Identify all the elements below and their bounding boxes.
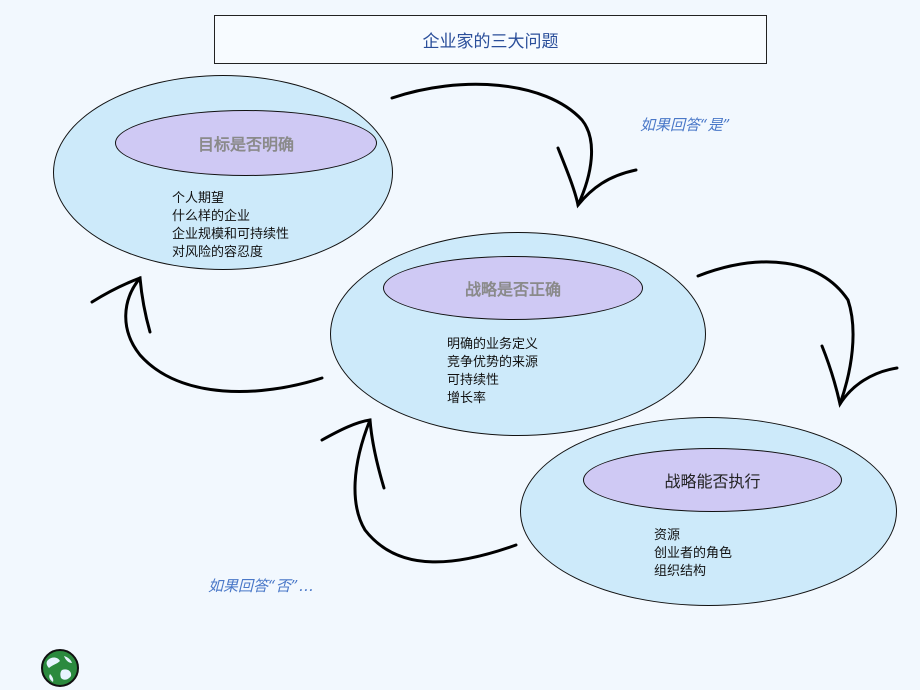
- list-item: 个人期望: [172, 191, 225, 206]
- arrowhead-goal-to-strategy: [556, 146, 638, 209]
- list-item: 增长率: [447, 391, 487, 406]
- list-item: 对风险的容忍度: [172, 245, 264, 260]
- list-item: 资源: [654, 528, 681, 543]
- question-execution-heading: 战略能否执行: [583, 448, 842, 512]
- question-execution-points: 资源 创业者的角色 组织结构: [654, 527, 732, 581]
- answer-yes-note: 如果回答“是”: [640, 116, 731, 134]
- list-item: 组织结构: [654, 564, 707, 579]
- arrowhead-strategy-to-execution: [820, 344, 899, 408]
- diagram-title: 企业家的三大问题: [214, 15, 767, 64]
- question-strategy-points: 明确的业务定义 竞争优势的来源 可持续性 增长率: [447, 336, 538, 408]
- list-item: 竞争优势的来源: [447, 355, 539, 370]
- question-goal-heading: 目标是否明确: [115, 110, 377, 176]
- arrowhead-strategy-to-goal: [90, 275, 152, 334]
- question-strategy-heading: 战略是否正确: [383, 256, 643, 320]
- arrow-strategy-to-execution: [696, 260, 855, 406]
- globe-icon: [41, 649, 79, 687]
- arrow-execution-to-strategy: [353, 418, 518, 564]
- list-item: 什么样的企业: [172, 209, 251, 224]
- list-item: 明确的业务定义: [447, 337, 539, 352]
- list-item: 可持续性: [447, 373, 500, 388]
- question-goal-points: 个人期望 什么样的企业 企业规模和可持续性 对风险的容忍度: [172, 190, 289, 262]
- arrowhead-execution-to-strategy: [320, 418, 386, 490]
- list-item: 创业者的角色: [654, 546, 733, 561]
- arrow-goal-to-strategy: [390, 82, 594, 207]
- arrow-strategy-to-goal: [124, 276, 324, 394]
- answer-no-note: 如果回答“否”…: [208, 577, 314, 595]
- list-item: 企业规模和可持续性: [172, 227, 290, 242]
